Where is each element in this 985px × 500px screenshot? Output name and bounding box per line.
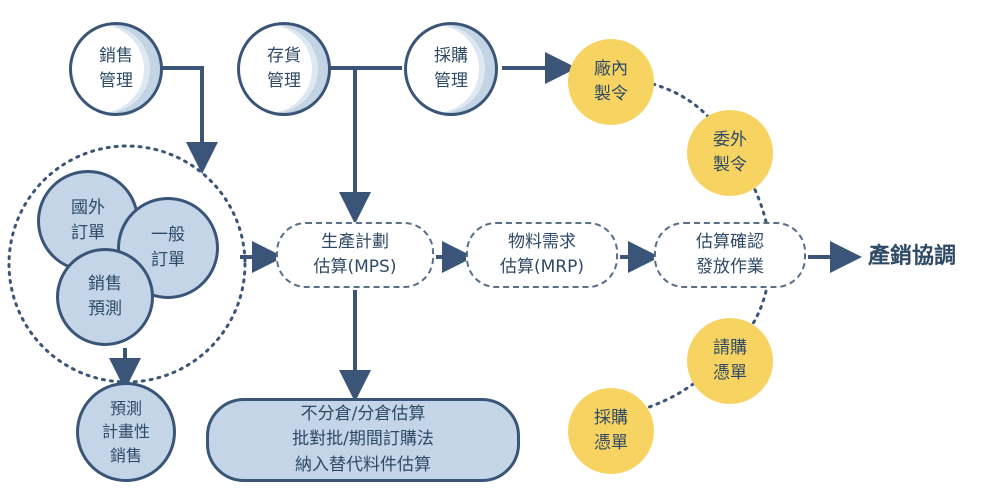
arrow-sales-to-orders xyxy=(160,66,218,174)
mps-node: 生產計劃 估算(MPS) xyxy=(276,222,434,288)
outsource-order-node: 委外 製令 xyxy=(687,110,773,196)
purchase-request-node: 請購 憑單 xyxy=(687,318,773,404)
production-sales-coordination-label: 產銷協調 xyxy=(868,244,957,270)
forecast-planned-sales-node: 預測 計畫性 銷售 xyxy=(76,382,176,482)
in-house-order-node: 廠內 製令 xyxy=(568,39,654,125)
sales-forecast-node: 銷售 預測 xyxy=(56,248,154,346)
confirm-release-node: 估算確認 發放作業 xyxy=(654,222,806,288)
purchase-management-node: 採購 管理 xyxy=(404,22,498,116)
sales-management-node: 銷售 管理 xyxy=(69,22,163,116)
mrp-node: 物料需求 估算(MRP) xyxy=(466,222,618,288)
estimation-notes-pill: 不分倉/分倉估算 批對批/期間訂購法 納入替代料件估算 xyxy=(206,398,520,482)
inventory-management-node: 存貨 管理 xyxy=(237,22,331,116)
purchase-order-node: 採購 憑單 xyxy=(568,388,654,474)
